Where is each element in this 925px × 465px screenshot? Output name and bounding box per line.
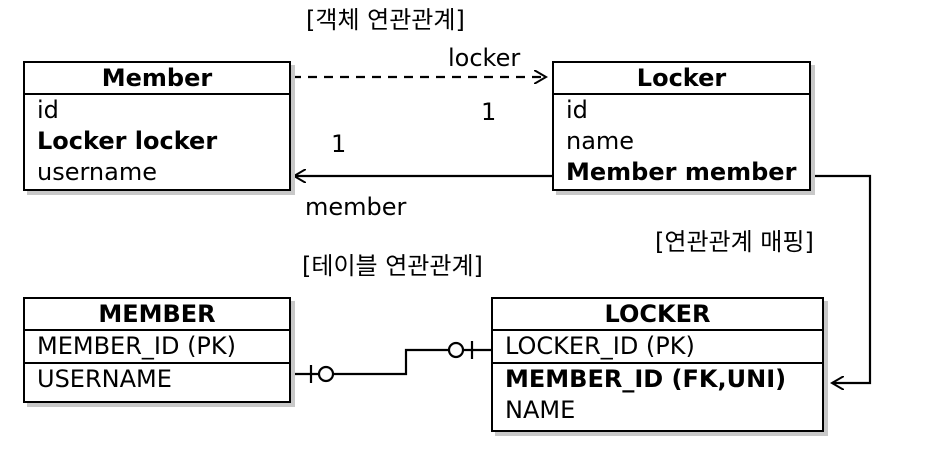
member-column-username: USERNAME: [37, 365, 172, 393]
locker-table-title: LOCKER: [493, 299, 822, 331]
member-multiplicity: 1: [331, 130, 347, 158]
locker-association-label: locker: [448, 44, 521, 72]
member-zero-circle: [317, 365, 335, 383]
member-entity-title: Member: [25, 63, 289, 95]
locker-multiplicity: 1: [481, 98, 497, 126]
locker-column-member-id: MEMBER_ID (FK,UNI): [505, 365, 787, 393]
member-table-box: MEMBER MEMBER_ID (PK) USERNAME: [23, 297, 291, 403]
table-relationship-label: [테이블 연관관계]: [302, 252, 483, 280]
member-table-title: MEMBER: [25, 299, 289, 331]
locker-field-id: id: [566, 96, 588, 124]
member-field-locker: Locker locker: [37, 127, 218, 155]
mapping-label: [연관관계 매핑]: [655, 228, 814, 256]
member-field-username: username: [37, 158, 157, 186]
locker-column-name: NAME: [505, 396, 576, 424]
member-association-label: member: [305, 193, 407, 221]
mapping-connector-arrow: [812, 174, 872, 383]
locker-entity-box: Locker id name Member member: [552, 61, 811, 191]
member-field-id: id: [37, 96, 59, 124]
locker-field-name: name: [566, 127, 635, 155]
locker-table-box: LOCKER LOCKER_ID (PK) MEMBER_ID (FK,UNI)…: [491, 297, 824, 432]
member-column-member-id: MEMBER_ID (PK): [25, 331, 289, 364]
locker-field-member: Member member: [566, 158, 797, 186]
locker-column-locker-id: LOCKER_ID (PK): [493, 331, 822, 364]
object-relationship-label: [객체 연관관계]: [306, 6, 465, 34]
member-entity-box: Member id Locker locker username: [23, 61, 291, 191]
locker-entity-title: Locker: [554, 63, 809, 95]
locker-zero-circle: [447, 341, 465, 359]
